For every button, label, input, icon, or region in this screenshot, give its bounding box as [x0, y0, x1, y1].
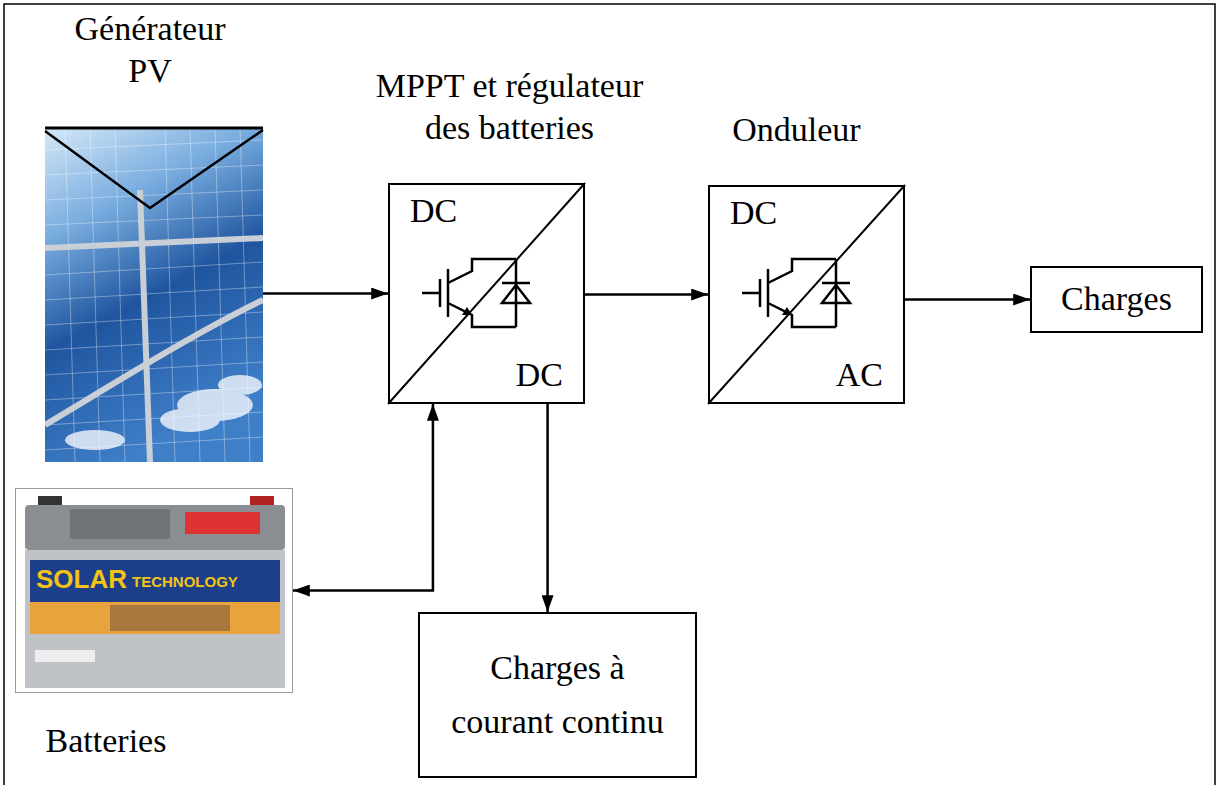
- inverter-box: OnduleurDCAC: [708, 185, 905, 404]
- inverter-symbol: [708, 185, 905, 404]
- converter-box: MPPT et régulateur des batteriesDCDC: [388, 183, 585, 404]
- flow-arrow: [585, 293, 708, 296]
- port-label: DC: [410, 191, 457, 232]
- flow-arrow: [905, 298, 1030, 301]
- brand-text: TECHNOLOGY: [132, 574, 238, 589]
- dc-load-box: Charges à courant continu: [418, 612, 697, 778]
- node-heading: MPPT et régulateur des batteries: [355, 65, 665, 149]
- battery-picture: [25, 496, 285, 688]
- flow-arrow: [293, 404, 433, 591]
- node-heading: Générateur PV: [60, 8, 240, 92]
- flow-arrow: [546, 404, 549, 612]
- flow-arrow: [263, 292, 388, 295]
- port-label: AC: [836, 355, 883, 396]
- box-label: Charges à courant continu: [440, 641, 675, 750]
- converter-symbol: [388, 183, 585, 404]
- port-label: DC: [730, 193, 777, 234]
- node-heading: Batteries: [16, 720, 196, 762]
- node-heading: Onduleur: [687, 109, 907, 151]
- brand-text: SOLAR: [36, 566, 127, 592]
- load-box: Charges: [1030, 266, 1203, 333]
- pv-generator: Générateur PV: [45, 128, 263, 462]
- port-label: DC: [516, 355, 563, 396]
- frame: [4, 4, 1215, 785]
- pv-panel-picture: [45, 128, 263, 462]
- box-label: Charges: [1061, 279, 1172, 320]
